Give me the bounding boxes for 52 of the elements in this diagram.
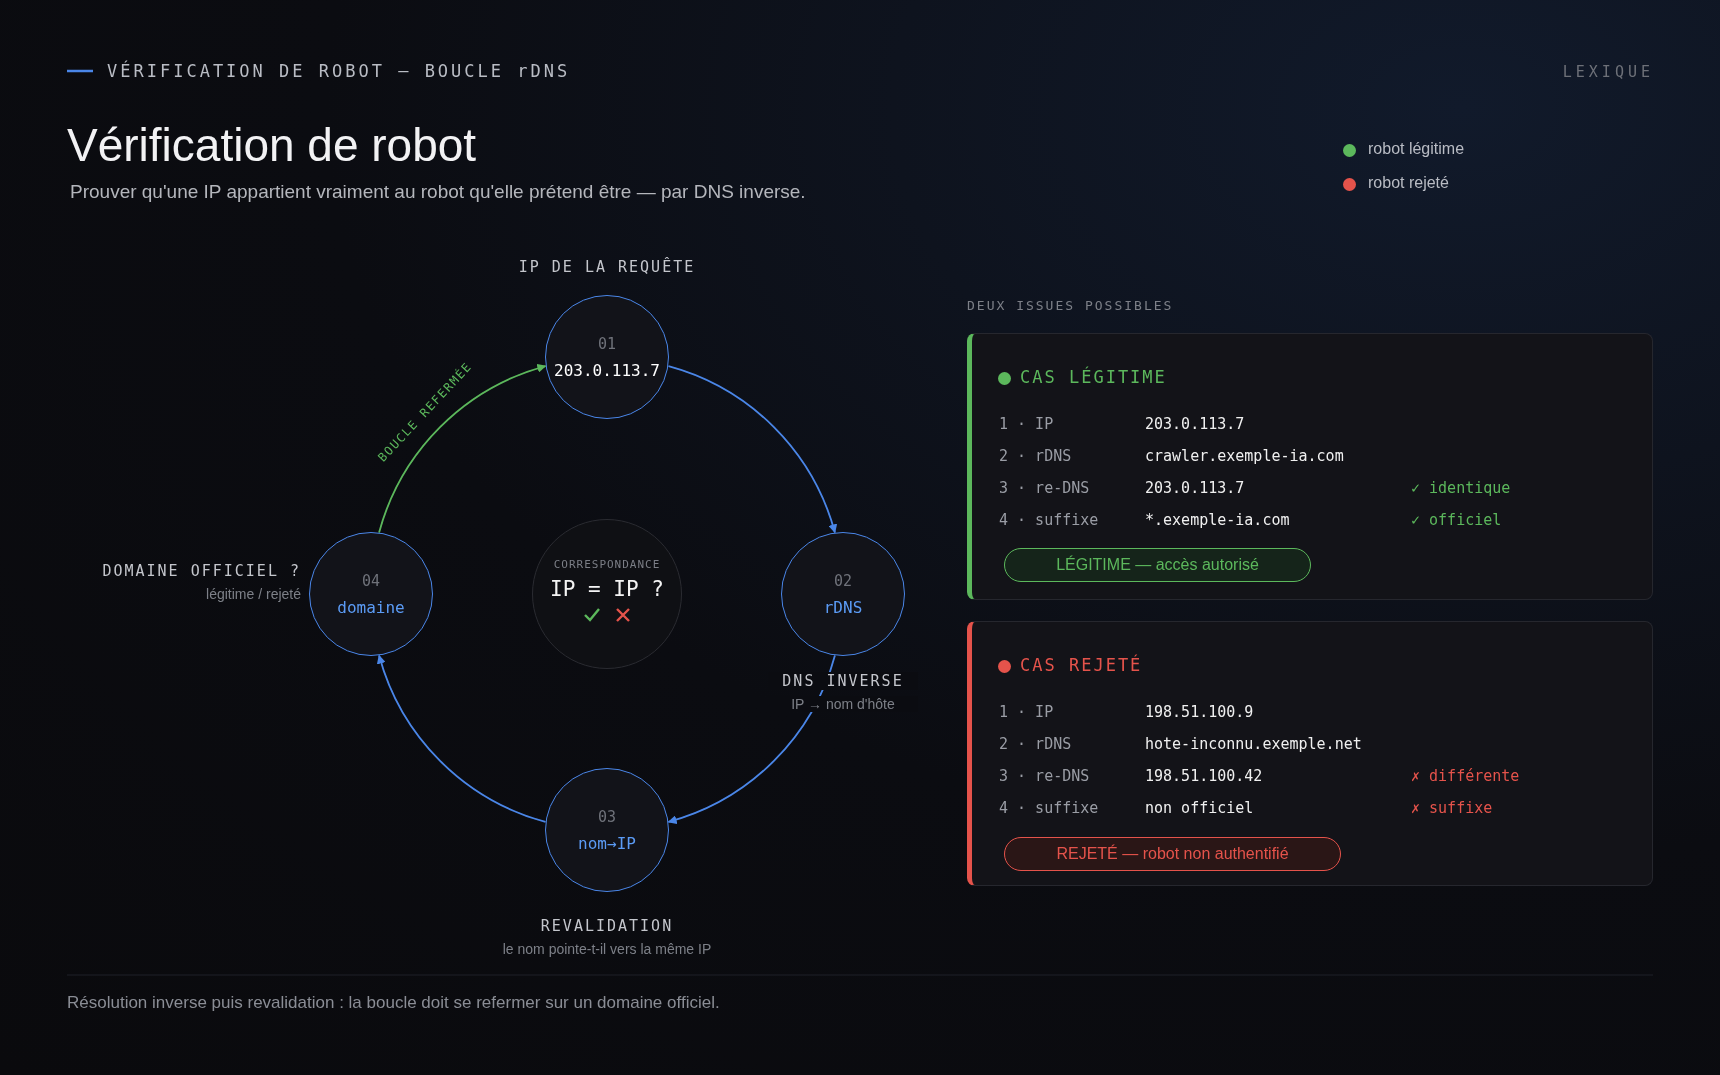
check-result: ✗ suffixe bbox=[1411, 799, 1493, 817]
step-value: rDNS bbox=[823, 597, 863, 617]
step-label: 2 · rDNS bbox=[999, 447, 1072, 465]
step-number: 02 bbox=[833, 571, 853, 590]
arrow bbox=[377, 654, 547, 823]
arrow bbox=[378, 364, 547, 534]
step-value: nom→IP bbox=[578, 833, 636, 853]
eyebrow-heading: VÉRIFICATION DE ROBOT — BOUCLE rDNS bbox=[107, 61, 571, 81]
value-text: *.exemple-ia.com bbox=[1145, 511, 1290, 529]
check-result: ✓ identique bbox=[1411, 479, 1511, 497]
match-caption: CORRESPONDANCE bbox=[553, 557, 661, 571]
card-heading: CAS LÉGITIME bbox=[1020, 367, 1167, 387]
legend-text: robot rejeté bbox=[1368, 174, 1449, 192]
check-result: ✗ différente bbox=[1411, 767, 1520, 785]
step-title: REVALIDATION bbox=[539, 917, 675, 935]
verdict-badge: LÉGITIME — accès autorisé bbox=[1004, 548, 1311, 582]
subtitle: Prouver qu'une IP appartient vraiment au robot qu'elle prétend être — par DNS inverse. bbox=[70, 181, 806, 203]
step-number: 03 bbox=[597, 807, 617, 826]
glossary-link-text: LEXIQUE bbox=[1562, 63, 1654, 81]
result-card bbox=[967, 333, 1653, 600]
step-number: 04 bbox=[361, 571, 381, 590]
result-card bbox=[967, 621, 1653, 886]
legend-text: robot légitime bbox=[1368, 140, 1465, 158]
step-label: 1 · IP bbox=[999, 415, 1054, 433]
step-label: 3 · re-DNS bbox=[999, 479, 1090, 497]
verdict-badge: REJETÉ — robot non authentifié bbox=[1004, 837, 1341, 871]
step-number: 01 bbox=[597, 334, 617, 353]
step-label: 4 · suffixe bbox=[999, 511, 1099, 529]
step-title: IP DE LA REQUÊTE bbox=[517, 258, 697, 276]
step-label: 4 · suffixe bbox=[999, 799, 1099, 817]
section-heading: DEUX ISSUES POSSIBLES bbox=[967, 298, 1174, 313]
step-label: 1 · IP bbox=[999, 703, 1054, 721]
value-text: 198.51.100.9 bbox=[1145, 703, 1254, 721]
match-question: IP = IP ? bbox=[550, 576, 664, 601]
step-description: légitime / rejeté bbox=[205, 586, 301, 602]
step-title: DOMAINE OFFICIEL ? bbox=[101, 562, 301, 580]
value-text: 203.0.113.7 bbox=[1145, 415, 1245, 433]
step-label: 2 · rDNS bbox=[999, 735, 1072, 753]
value-text: 198.51.100.42 bbox=[1145, 767, 1263, 785]
step-description: le nom pointe-t-il vers la même IP bbox=[501, 941, 713, 957]
value-text: crawler.exemple-ia.com bbox=[1145, 447, 1344, 465]
step-label: 3 · re-DNS bbox=[999, 767, 1090, 785]
step-value: 203.0.113.7 bbox=[554, 360, 660, 380]
value-text: 203.0.113.7 bbox=[1145, 479, 1245, 497]
arrow bbox=[667, 365, 837, 534]
page-title: Vérification de robot bbox=[67, 118, 477, 172]
footer-note: Résolution inverse puis revalidation : la boucle doit se refermer sur un domaine officiel. bbox=[67, 993, 720, 1013]
value-text: non officiel bbox=[1145, 799, 1254, 817]
value-text: hote-inconnu.exemple.net bbox=[1145, 735, 1362, 753]
card-heading: CAS REJETÉ bbox=[1020, 655, 1143, 675]
check-result: ✓ officiel bbox=[1411, 511, 1502, 529]
step-value: domaine bbox=[337, 597, 405, 617]
